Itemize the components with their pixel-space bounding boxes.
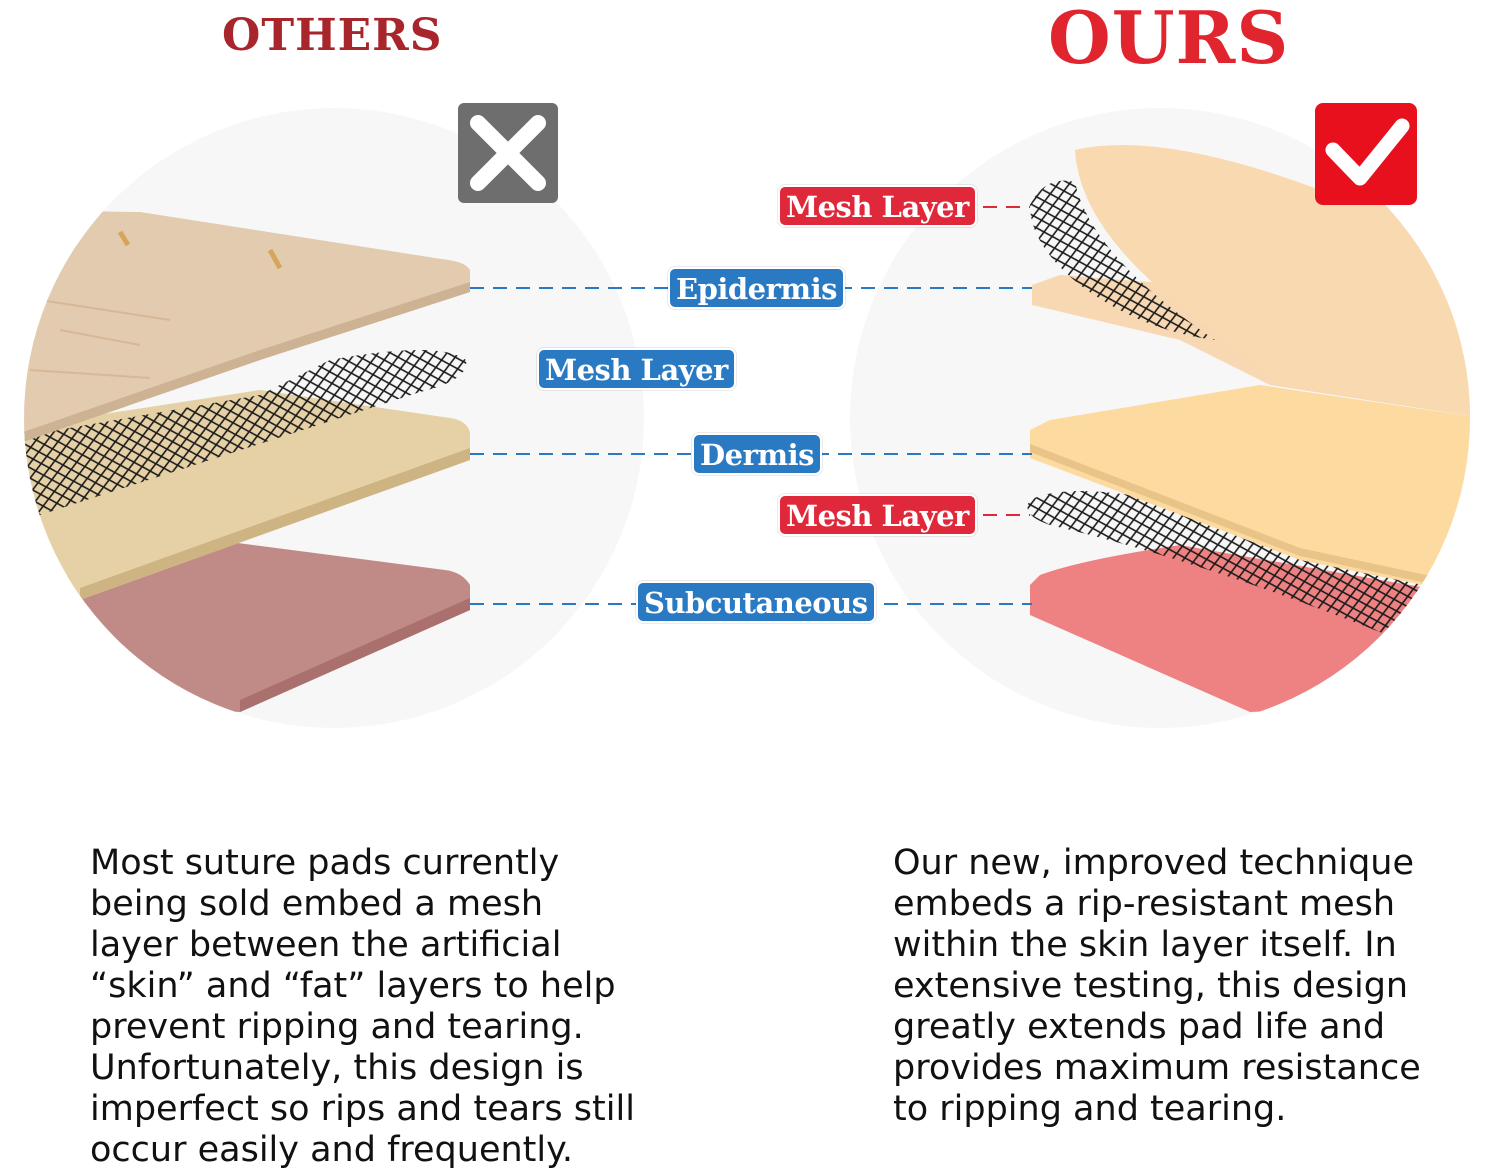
epidermis-label: Epidermis <box>668 267 845 309</box>
others-mesh-layer <box>24 350 467 520</box>
ours-title: OURS <box>1048 0 1290 80</box>
dermis-label: Dermis <box>692 433 822 475</box>
x-mark-icon <box>458 103 558 203</box>
ours-dermis-layer <box>1030 385 1470 600</box>
ours-description: Our new, improved technique embeds a rip… <box>893 843 1421 1129</box>
ours-lower-mesh-layer <box>1027 491 1470 650</box>
others-mesh-layer-label: Mesh Layer <box>537 348 736 390</box>
others-epidermis-layer <box>24 210 470 450</box>
ours-mesh-layer-bottom-label: Mesh Layer <box>778 494 977 536</box>
check-mark-icon <box>1315 103 1417 205</box>
subcutaneous-label: Subcutaneous <box>636 581 876 623</box>
others-title: OTHERS <box>222 10 443 61</box>
layer-comparison-diagram <box>24 103 1470 728</box>
others-description: Most suture pads currently being sold em… <box>90 843 635 1170</box>
ours-upper-mesh-layer <box>1030 180 1215 340</box>
others-pad-illustration <box>24 108 644 728</box>
ours-mesh-layer-top-label: Mesh Layer <box>778 185 977 227</box>
